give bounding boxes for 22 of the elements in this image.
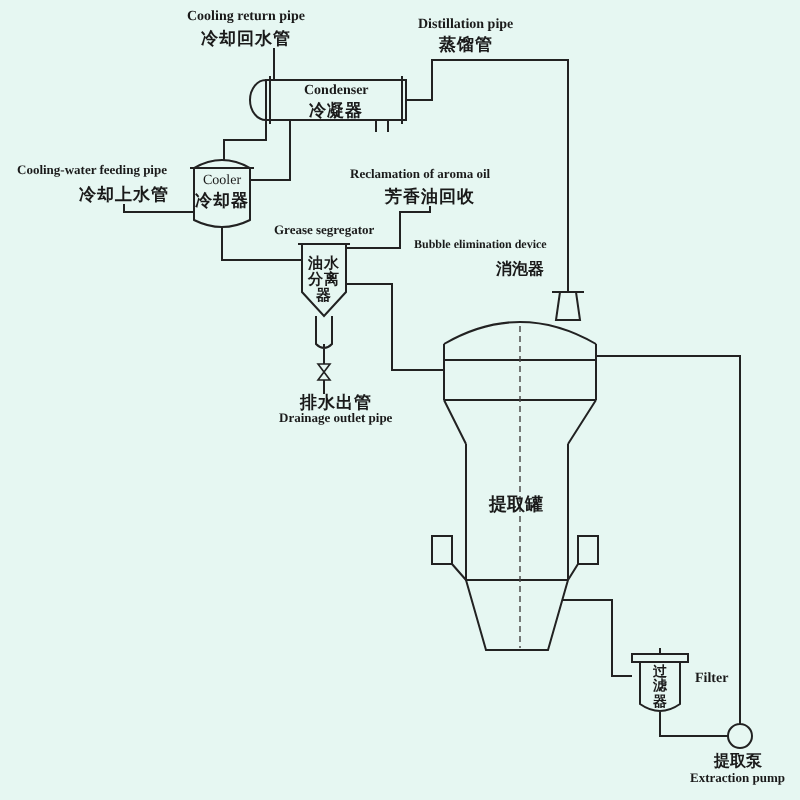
- pipe-label: 蒸馏管: [439, 36, 493, 53]
- pipe-label: 冷却回水管: [201, 30, 291, 47]
- pipe: [323, 351, 325, 395]
- equipment-label: 提取泵: [714, 754, 762, 770]
- equipment-label: 冷凝器: [309, 102, 363, 119]
- pipe: [123, 203, 189, 213]
- pipe: [599, 355, 741, 723]
- equipment-label: 提取罐: [489, 496, 543, 514]
- pipe-label: 冷却上水管: [79, 186, 169, 203]
- pipe: [273, 47, 275, 69]
- pipe: [255, 131, 291, 181]
- pipe: [223, 131, 267, 153]
- pipe: [379, 205, 431, 249]
- pipe: [379, 283, 429, 371]
- pipe-label: 排水出管: [300, 394, 372, 411]
- equipment-label: 消泡器: [496, 262, 544, 278]
- pipe: [659, 719, 681, 737]
- equipment-label: 冷却器: [195, 192, 249, 209]
- pipe: [221, 239, 269, 261]
- pipe: [599, 599, 633, 677]
- pipe: [423, 59, 569, 239]
- pipe-label: 芳香油回收: [385, 188, 475, 205]
